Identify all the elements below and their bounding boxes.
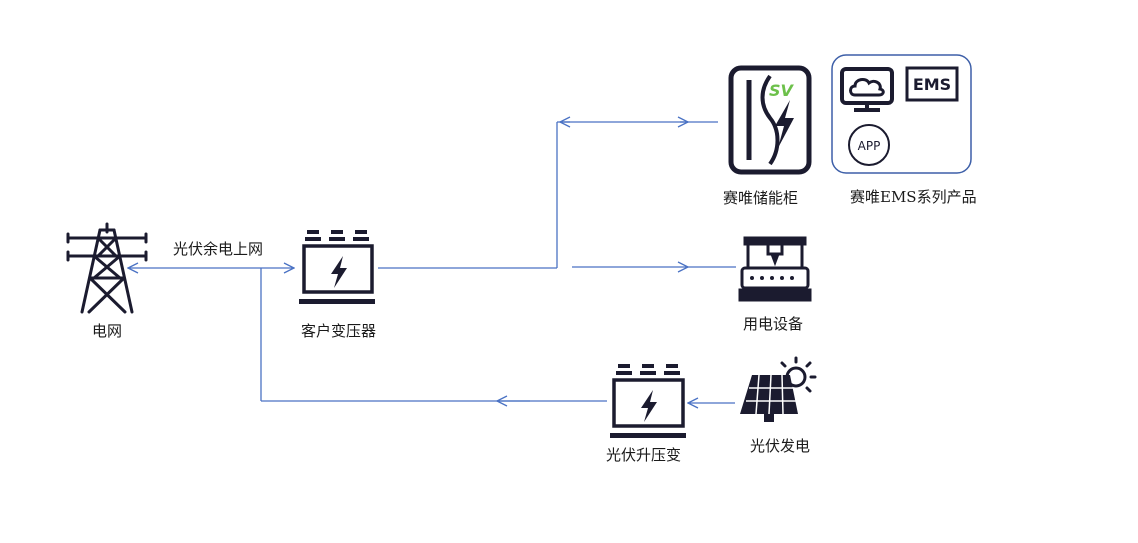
node-label-customer-transformer: 客户变压器 xyxy=(301,322,377,340)
ems-badge-text: EMS xyxy=(913,75,951,94)
edge-label-pv-surplus: 光伏余电上网 xyxy=(173,240,264,258)
cloud-monitor-icon xyxy=(840,67,894,112)
solar-panel-icon xyxy=(740,356,817,422)
node-label-pv-transformer: 光伏升压变 xyxy=(606,446,682,464)
ems-products-panel: EMS APP xyxy=(831,54,972,174)
node-label-ems-products: 赛唯EMS系列产品 xyxy=(850,188,977,206)
transformer-icon xyxy=(299,230,375,304)
storage-logo-text: SV xyxy=(769,81,795,100)
pv-transformer-icon xyxy=(610,364,686,438)
app-badge-text: APP xyxy=(858,139,881,153)
power-tower-icon xyxy=(66,222,148,314)
node-label-storage-cabinet: 赛唯储能柜 xyxy=(723,189,799,207)
connection-lines xyxy=(128,122,736,403)
machine-equipment-icon xyxy=(738,236,812,302)
node-label-pv-generation: 光伏发电 xyxy=(750,437,811,455)
energy-storage-cabinet-icon: SV xyxy=(728,65,812,175)
app-badge: APP xyxy=(848,124,890,166)
node-label-equipment: 用电设备 xyxy=(743,315,804,333)
node-label-grid: 电网 xyxy=(92,322,123,340)
ems-badge: EMS xyxy=(905,66,959,102)
